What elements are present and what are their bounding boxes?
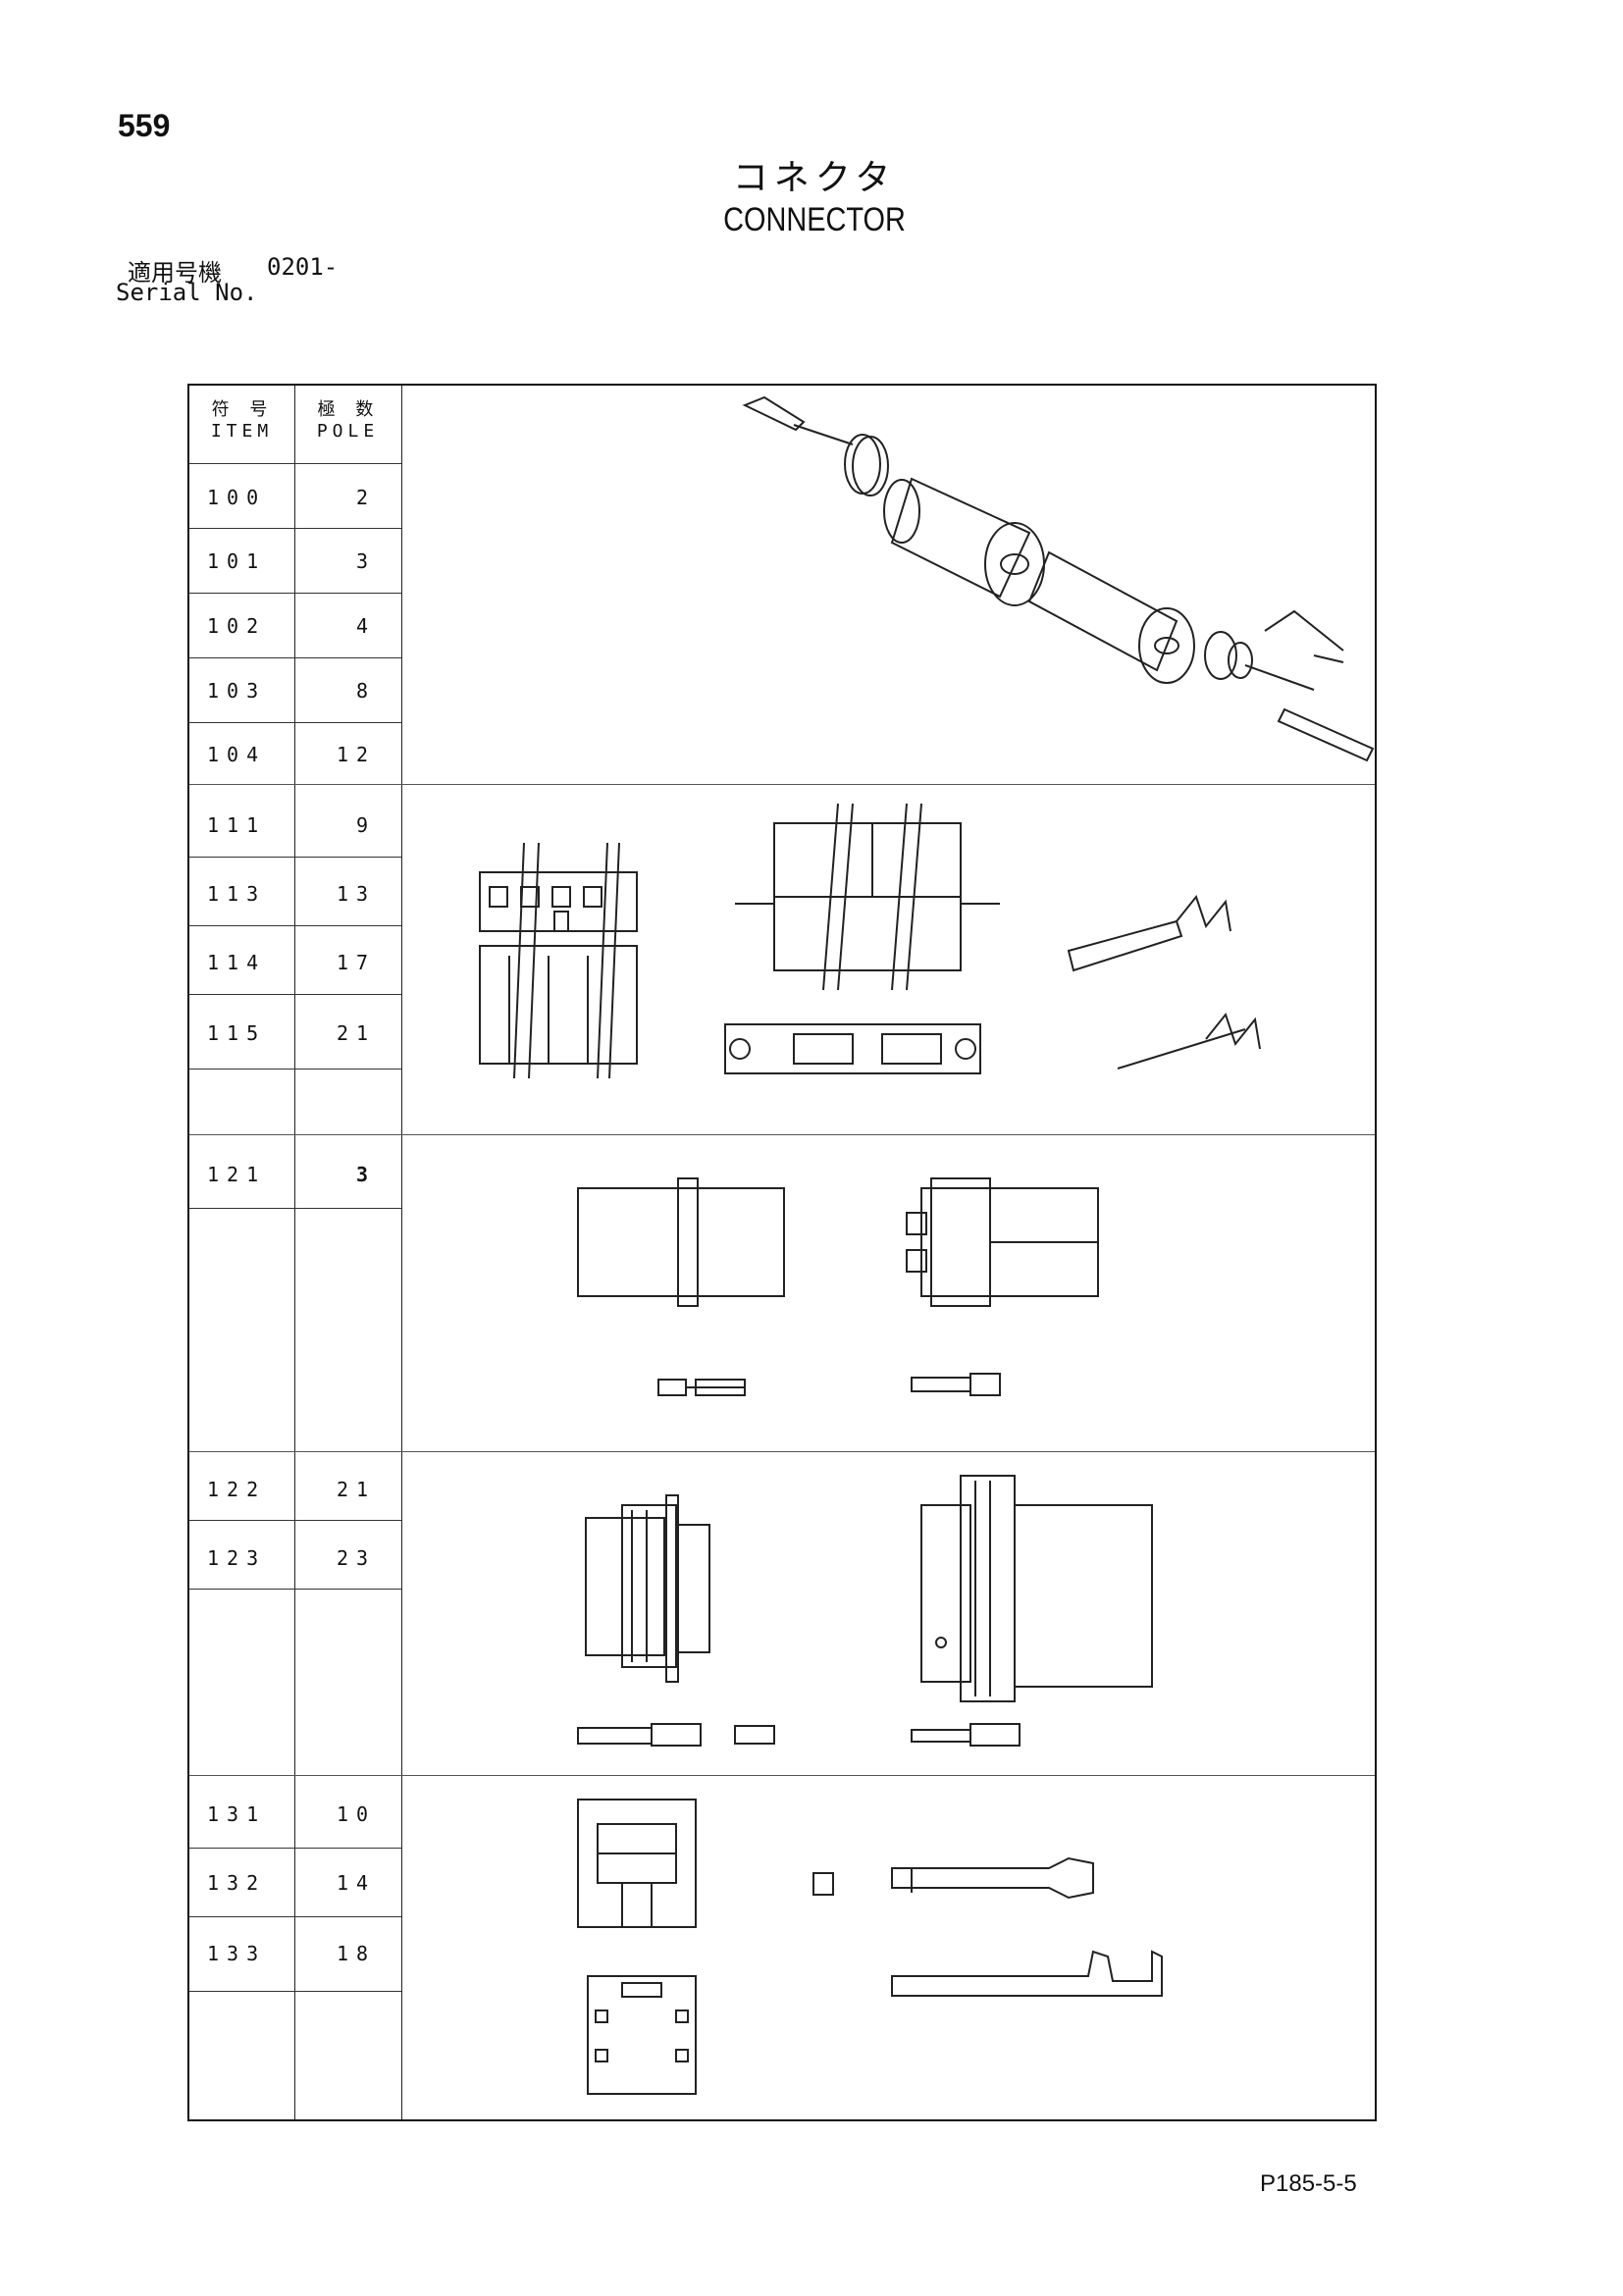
pole-cell: 9 — [356, 813, 377, 837]
pole-cell: 3 — [356, 1163, 377, 1186]
serial-label-english: Serial No. — [116, 279, 258, 306]
serial-label-japanese: 適用号機 — [128, 259, 222, 287]
pole-cell: 18 — [337, 1942, 377, 1965]
rectangular-connector-illustration — [479, 803, 1261, 1079]
item-cell: 132 — [207, 1871, 267, 1895]
pole-cell: 2 — [356, 486, 377, 509]
pole-cell: 23 — [337, 1546, 377, 1570]
connector-table: 符 号 ITEM 極 数 POLE 100 2 101 3 102 4 103 … — [187, 384, 1377, 2121]
item-cell: 133 — [207, 1942, 267, 1965]
page-code: P185-5-5 — [1260, 2170, 1357, 2197]
section-divider — [189, 1451, 1375, 1452]
connector-131-133-illustration — [577, 1799, 1163, 2095]
pole-cell: 21 — [337, 1478, 377, 1501]
serial-value: 0201- — [267, 253, 339, 281]
item-cell: 114 — [207, 951, 267, 974]
pole-cell: 8 — [356, 679, 377, 703]
section-divider — [189, 784, 1375, 785]
item-cell: 131 — [207, 1802, 267, 1826]
item-cell: 111 — [207, 813, 267, 837]
connector-122-123-illustration — [577, 1475, 1153, 1747]
item-cell: 104 — [207, 743, 267, 766]
item-cell: 121 — [207, 1163, 267, 1186]
item-cell: 101 — [207, 549, 267, 573]
item-cell: 115 — [207, 1021, 267, 1045]
column-divider — [401, 386, 402, 2119]
round-connector-illustration — [742, 395, 1375, 762]
pole-cell: 4 — [356, 614, 377, 638]
item-cell: 100 — [207, 486, 267, 509]
column-divider — [294, 386, 295, 2119]
pole-cell: 17 — [337, 951, 377, 974]
item-cell: 113 — [207, 882, 267, 906]
connector-121-illustration — [577, 1177, 1099, 1396]
item-cell: 102 — [207, 614, 267, 638]
item-cell: 122 — [207, 1478, 267, 1501]
item-cell: 123 — [207, 1546, 267, 1570]
header-pole: 極 数 POLE — [294, 399, 401, 443]
pole-cell: 3 — [356, 549, 377, 573]
pole-cell: 21 — [337, 1021, 377, 1045]
header-item-jp: 符 号 — [211, 399, 273, 420]
page-number: 559 — [118, 108, 171, 143]
pole-cell: 12 — [337, 743, 377, 766]
header-pole-jp: 極 数 — [317, 399, 379, 420]
pole-cell: 14 — [337, 1871, 377, 1895]
section-divider — [189, 1134, 1375, 1135]
pole-cell: 13 — [337, 882, 377, 906]
header-item-en: ITEM — [210, 421, 274, 442]
header-item: 符 号 ITEM — [189, 399, 294, 443]
section-divider — [189, 1775, 1375, 1776]
title-english: CONNECTOR — [723, 201, 906, 238]
header-pole-en: POLE — [316, 421, 380, 442]
item-cell: 103 — [207, 679, 267, 703]
title-japanese: コネクタ — [732, 158, 897, 198]
pole-cell: 10 — [337, 1802, 377, 1826]
